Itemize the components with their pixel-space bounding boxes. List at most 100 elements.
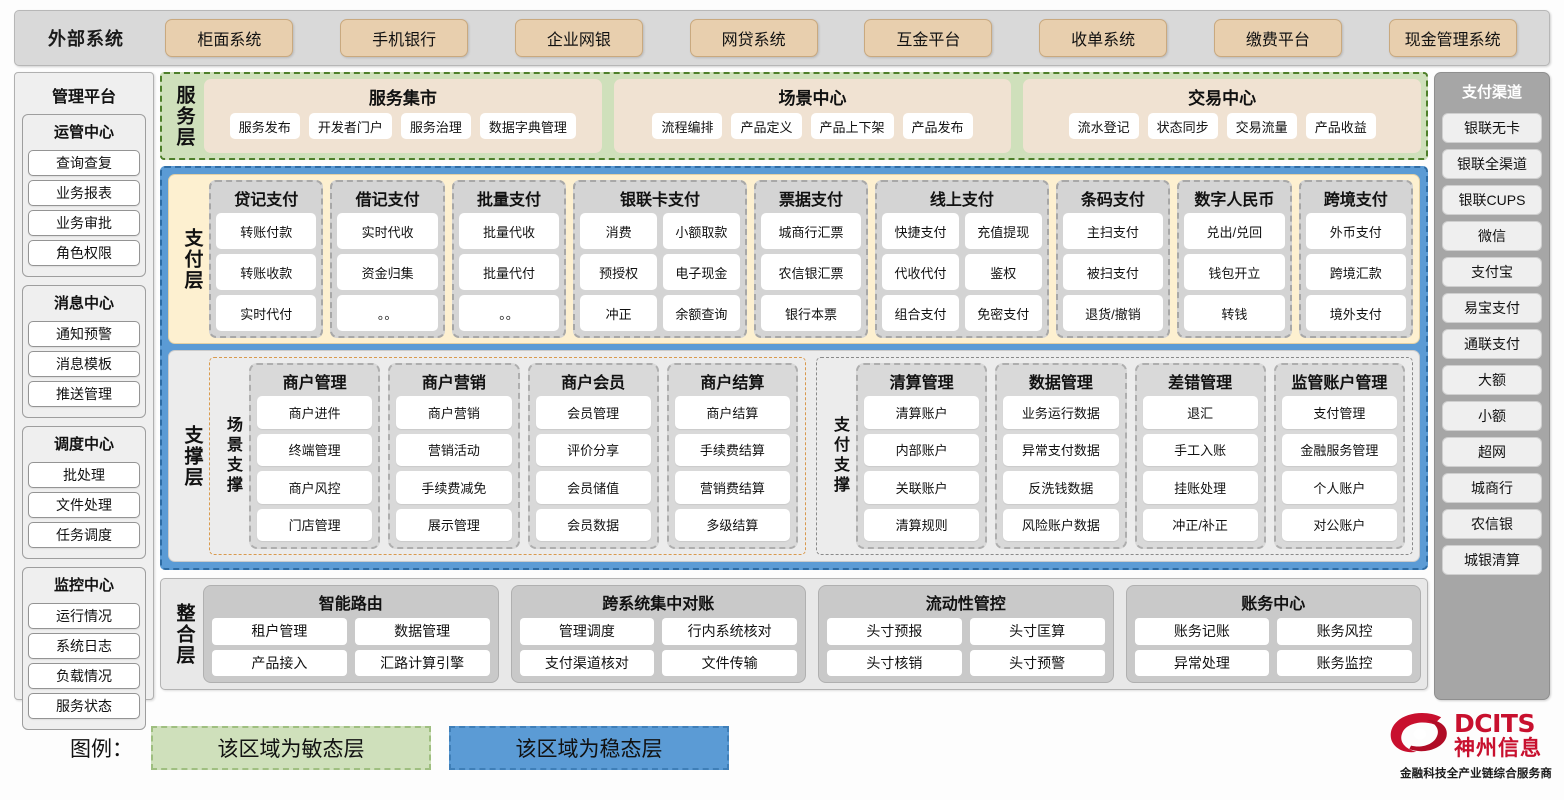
support-chip[interactable]: 风险账户数据	[1003, 508, 1119, 541]
pay-chip[interactable]: 城商行汇票	[760, 213, 862, 249]
payment-channel-item[interactable]: 微信	[1442, 221, 1542, 251]
pay-chip[interactable]: 资金归集	[337, 254, 438, 290]
management-item[interactable]: 角色权限	[28, 240, 140, 266]
pay-chip[interactable]: 实时代付	[216, 295, 317, 331]
integration-chip[interactable]: 文件传输	[662, 649, 797, 676]
external-system-chip[interactable]: 缴费平台	[1213, 19, 1342, 57]
pay-chip[interactable]: 组合支付	[882, 295, 959, 331]
integration-chip[interactable]: 账务监控	[1277, 649, 1412, 676]
management-item[interactable]: 查询查复	[28, 150, 140, 176]
service-chip[interactable]: 产品收益	[1305, 113, 1376, 139]
payment-channel-item[interactable]: 银联全渠道	[1442, 149, 1542, 179]
pay-chip[interactable]: 。。	[337, 295, 438, 331]
pay-chip[interactable]: 预授权	[580, 254, 658, 290]
management-item[interactable]: 业务审批	[28, 210, 140, 236]
payment-channel-item[interactable]: 城银清算	[1442, 545, 1542, 575]
support-chip[interactable]: 商户营销	[396, 396, 512, 429]
support-chip[interactable]: 会员数据	[535, 508, 651, 541]
payment-channel-item[interactable]: 银联无卡	[1442, 113, 1542, 143]
pay-chip[interactable]: 充值提现	[964, 213, 1042, 249]
integration-chip[interactable]: 租户管理	[212, 618, 347, 645]
integration-chip[interactable]: 头寸匡算	[969, 618, 1105, 645]
payment-channel-item[interactable]: 城商行	[1442, 473, 1542, 503]
support-chip[interactable]: 会员管理	[535, 396, 651, 429]
support-chip[interactable]: 清算账户	[864, 396, 980, 429]
external-system-chip[interactable]: 手机银行	[340, 19, 469, 57]
pay-chip[interactable]: 外币支付	[1305, 213, 1406, 249]
service-chip[interactable]: 产品发布	[902, 113, 973, 139]
integration-chip[interactable]: 头寸预警	[969, 649, 1105, 676]
management-item[interactable]: 文件处理	[28, 492, 140, 518]
management-item[interactable]: 服务状态	[28, 693, 140, 719]
pay-chip[interactable]: 鉴权	[964, 254, 1042, 290]
payment-channel-item[interactable]: 银联CUPS	[1442, 185, 1542, 215]
support-chip[interactable]: 营销费结算	[674, 471, 790, 504]
pay-chip[interactable]: 兑出/兑回	[1184, 213, 1285, 249]
service-chip[interactable]: 流水登记	[1068, 113, 1139, 139]
service-chip[interactable]: 流程编排	[652, 113, 723, 139]
pay-chip[interactable]: 冲正	[580, 295, 658, 331]
support-chip[interactable]: 终端管理	[257, 433, 373, 466]
pay-chip[interactable]: 跨境汇款	[1305, 254, 1406, 290]
support-chip[interactable]: 对公账户	[1281, 508, 1397, 541]
pay-chip[interactable]: 境外支付	[1305, 295, 1406, 331]
support-chip[interactable]: 冲正/补正	[1142, 508, 1258, 541]
payment-channel-item[interactable]: 超网	[1442, 437, 1542, 467]
support-chip[interactable]: 营销活动	[396, 433, 512, 466]
integration-chip[interactable]: 异常处理	[1134, 649, 1270, 676]
external-system-chip[interactable]: 互金平台	[864, 19, 993, 57]
integration-chip[interactable]: 数据管理	[354, 618, 490, 645]
support-chip[interactable]: 业务运行数据	[1003, 396, 1119, 429]
integration-chip[interactable]: 账务记账	[1134, 618, 1270, 645]
external-system-chip[interactable]: 网贷系统	[689, 19, 818, 57]
support-chip[interactable]: 反洗钱数据	[1003, 471, 1119, 504]
management-item[interactable]: 系统日志	[28, 633, 140, 659]
management-item[interactable]: 负载情况	[28, 663, 140, 689]
payment-channel-item[interactable]: 农信银	[1442, 509, 1542, 539]
service-chip[interactable]: 数据字典管理	[479, 113, 576, 139]
external-system-chip[interactable]: 柜面系统	[165, 19, 294, 57]
pay-chip[interactable]: 转钱	[1184, 295, 1285, 331]
pay-chip[interactable]: 农信银汇票	[760, 254, 862, 290]
pay-chip[interactable]: 小额取款	[663, 213, 740, 249]
management-item[interactable]: 推送管理	[28, 381, 140, 407]
service-chip[interactable]: 服务发布	[229, 113, 300, 139]
management-item[interactable]: 业务报表	[28, 180, 140, 206]
pay-chip[interactable]: 批量代收	[458, 213, 560, 249]
integration-chip[interactable]: 行内系统核对	[662, 618, 797, 645]
support-chip[interactable]: 展示管理	[396, 508, 512, 541]
management-item[interactable]: 运行情况	[28, 603, 140, 629]
payment-channel-item[interactable]: 小额	[1442, 401, 1542, 431]
integration-chip[interactable]: 汇路计算引擎	[354, 649, 490, 676]
management-item[interactable]: 任务调度	[28, 522, 140, 548]
support-chip[interactable]: 退汇	[1142, 396, 1258, 429]
pay-chip[interactable]: 代收代付	[882, 254, 959, 290]
support-chip[interactable]: 金融服务管理	[1281, 433, 1397, 466]
support-chip[interactable]: 异常支付数据	[1003, 433, 1119, 466]
payment-channel-item[interactable]: 大额	[1442, 365, 1542, 395]
support-chip[interactable]: 个人账户	[1281, 471, 1397, 504]
support-chip[interactable]: 关联账户	[864, 471, 980, 504]
pay-chip[interactable]: 钱包开立	[1184, 254, 1285, 290]
management-item[interactable]: 批处理	[28, 462, 140, 488]
support-chip[interactable]: 手续费结算	[674, 433, 790, 466]
support-chip[interactable]: 商户结算	[674, 396, 790, 429]
support-chip[interactable]: 多级结算	[674, 508, 790, 541]
pay-chip[interactable]: 退货/撤销	[1062, 295, 1164, 331]
support-chip[interactable]: 评价分享	[535, 433, 651, 466]
pay-chip[interactable]: 电子现金	[663, 254, 740, 290]
integration-chip[interactable]: 头寸核销	[827, 649, 962, 676]
payment-channel-item[interactable]: 易宝支付	[1442, 293, 1542, 323]
support-chip[interactable]: 支付管理	[1281, 396, 1397, 429]
pay-chip[interactable]: 被扫支付	[1062, 254, 1164, 290]
pay-chip[interactable]: 转账收款	[216, 254, 317, 290]
service-chip[interactable]: 产品上下架	[810, 113, 894, 139]
payment-channel-item[interactable]: 通联支付	[1442, 329, 1542, 359]
support-chip[interactable]: 手工入账	[1142, 433, 1258, 466]
support-chip[interactable]: 商户风控	[257, 471, 373, 504]
support-chip[interactable]: 会员储值	[535, 471, 651, 504]
service-chip[interactable]: 开发者门户	[308, 113, 392, 139]
pay-chip[interactable]: 主扫支付	[1062, 213, 1164, 249]
support-chip[interactable]: 挂账处理	[1142, 471, 1258, 504]
pay-chip[interactable]: 消费	[580, 213, 658, 249]
